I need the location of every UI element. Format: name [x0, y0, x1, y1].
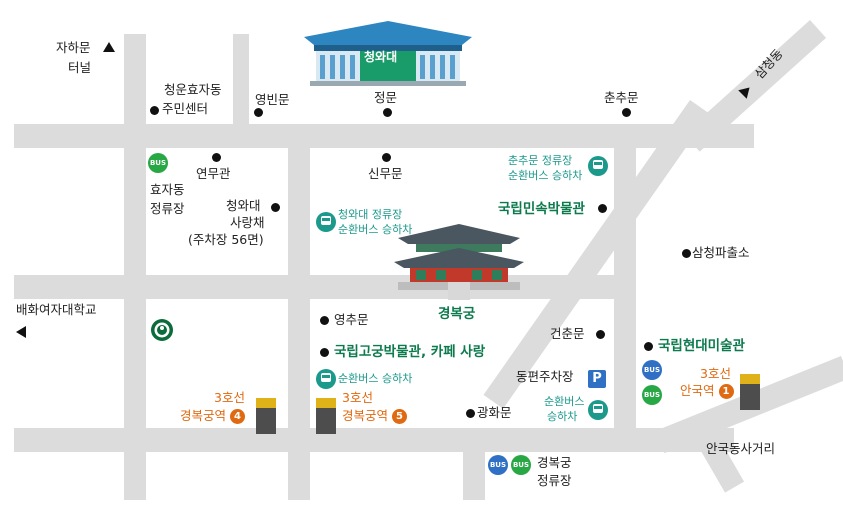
anguk-station-name: 안국역: [680, 383, 715, 398]
chunchumun-stop-label-2: 순환버스 승하차: [508, 169, 583, 182]
gwanghwamun-dot: [466, 409, 475, 418]
anguk-line-label: 3호선: [700, 366, 731, 381]
baehwa-label: 배화여자대학교: [16, 302, 97, 317]
jahamun-arrow-icon: [103, 42, 115, 52]
gbg-exit5-station-label: 경복궁역 5: [342, 408, 407, 425]
geonchunmun-dot: [596, 330, 605, 339]
yeonmugwan-label: 연무관: [196, 166, 231, 181]
gbg-exit4-station-name: 경복궁역: [180, 408, 227, 423]
samcheong-police-label: 삼청파출소: [692, 245, 750, 260]
gyeongbokgung-building-icon: [394, 224, 524, 300]
gbg-stop-label-1: 경복궁: [537, 455, 572, 470]
east-shuttle-bus-icon: [588, 400, 608, 420]
exit-5-badge: 5: [392, 409, 407, 424]
gbg-exit5-line-label: 3호선: [342, 390, 373, 405]
parking-icon: P: [588, 370, 606, 388]
subway-exit-4-icon: [256, 398, 276, 434]
exit-4-badge: 4: [230, 409, 245, 424]
sarangchae-label-2: 사랑채: [230, 215, 265, 230]
hyoja-stop-label-1: 효자동: [150, 182, 185, 197]
yeongbinmun-dot: [254, 108, 263, 117]
palace-museum-label: 국립고궁박물관, 카페 사랑: [334, 344, 486, 360]
hyoja-stop-label-2: 정류장: [150, 201, 185, 216]
gyeongbokgung-label: 경복궁: [438, 306, 476, 322]
jahamun-label: 자하문: [56, 40, 91, 55]
cheongun-center-dot: [150, 106, 159, 115]
cheongun-center-label-1: 청운효자동: [164, 82, 222, 97]
jeongmun-dot: [383, 108, 392, 117]
west-shuttle-bus-icon: [316, 369, 336, 389]
sarangchae-dot: [271, 203, 280, 212]
road-col-4: [463, 450, 485, 500]
folk-museum-dot: [598, 204, 607, 213]
road-mid-horizontal: [14, 275, 634, 299]
cheongwadae-label: 청와대: [364, 50, 398, 64]
baehwa-arrow-icon: [16, 326, 26, 338]
anguk-bus-blue-icon: BUS: [642, 360, 662, 380]
chunchumun-shuttle-bus-icon: [588, 156, 608, 176]
anguk-bus-green-icon: BUS: [642, 385, 662, 405]
gbg-stop-bus-green-icon: BUS: [511, 455, 531, 475]
gbg-exit4-station-label: 경복궁역 4: [180, 408, 245, 425]
east-stop-label-2: 승하차: [547, 410, 578, 423]
folk-museum-label: 국립민속박물관: [498, 201, 585, 217]
road-diagonal-samcheong-2: [683, 20, 827, 152]
sarangchae-label-1: 청와대: [226, 198, 261, 213]
east-parking-label: 동편주차장: [516, 369, 574, 384]
cheongun-center-label-2: 주민센터: [162, 101, 209, 116]
west-stop-label: 순환버스 승하차: [338, 372, 413, 385]
sinmumun-dot: [382, 153, 391, 162]
subway-exit-1-icon: [740, 374, 760, 410]
chunchumun-dot: [622, 108, 631, 117]
gbg-exit4-line-label: 3호선: [214, 390, 245, 405]
palace-museum-dot: [320, 348, 329, 357]
anguk-station-label: 안국역 1: [680, 383, 734, 400]
hyoja-bus-icon: BUS: [148, 153, 168, 173]
road-col-2: [233, 34, 249, 126]
tunnel-label: 터널: [68, 60, 92, 75]
chunchumun-stop-label-1: 춘추문 정류장: [508, 154, 573, 167]
mmca-label: 국립현대미술관: [658, 338, 745, 354]
yeonmugwan-dot: [212, 153, 221, 162]
sinmumun-label: 신무문: [368, 166, 403, 181]
starbucks-logo-icon: [151, 319, 173, 341]
gbg-exit5-station-name: 경복궁역: [342, 408, 389, 423]
gbg-stop-label-2: 정류장: [537, 473, 572, 488]
samcheong-police-dot: [682, 249, 691, 258]
gbg-stop-bus-blue-icon: BUS: [488, 455, 508, 475]
geonchunmun-label: 건춘문: [550, 326, 585, 341]
mmca-dot: [644, 342, 653, 351]
yeongbinmun-label: 영빈문: [255, 92, 290, 107]
road-col-1: [124, 34, 146, 500]
cheongwadae-stop-label-1: 청와대 정류장: [338, 208, 403, 221]
cheongwadae-stop-label-2: 순환버스 승하차: [338, 223, 413, 236]
cheongwadae-building-icon: [304, 21, 472, 86]
yeongchumun-label: 영추문: [334, 312, 369, 327]
jeongmun-label: 정문: [374, 90, 398, 105]
chunchumun-label: 춘추문: [604, 90, 639, 105]
cheongwadae-shuttle-bus-icon: [316, 212, 336, 232]
yeongchumun-dot: [320, 316, 329, 325]
exit-1-badge: 1: [718, 384, 734, 399]
gwanghwamun-label: 광화문: [477, 405, 512, 420]
anguk-intersection-label: 안국동사거리: [706, 441, 776, 456]
east-stop-label-1: 순환버스: [544, 395, 585, 408]
subway-exit-5-icon: [316, 398, 336, 434]
sarangchae-label-3: (주차장 56면): [188, 232, 264, 247]
road-col-3: [288, 146, 310, 500]
